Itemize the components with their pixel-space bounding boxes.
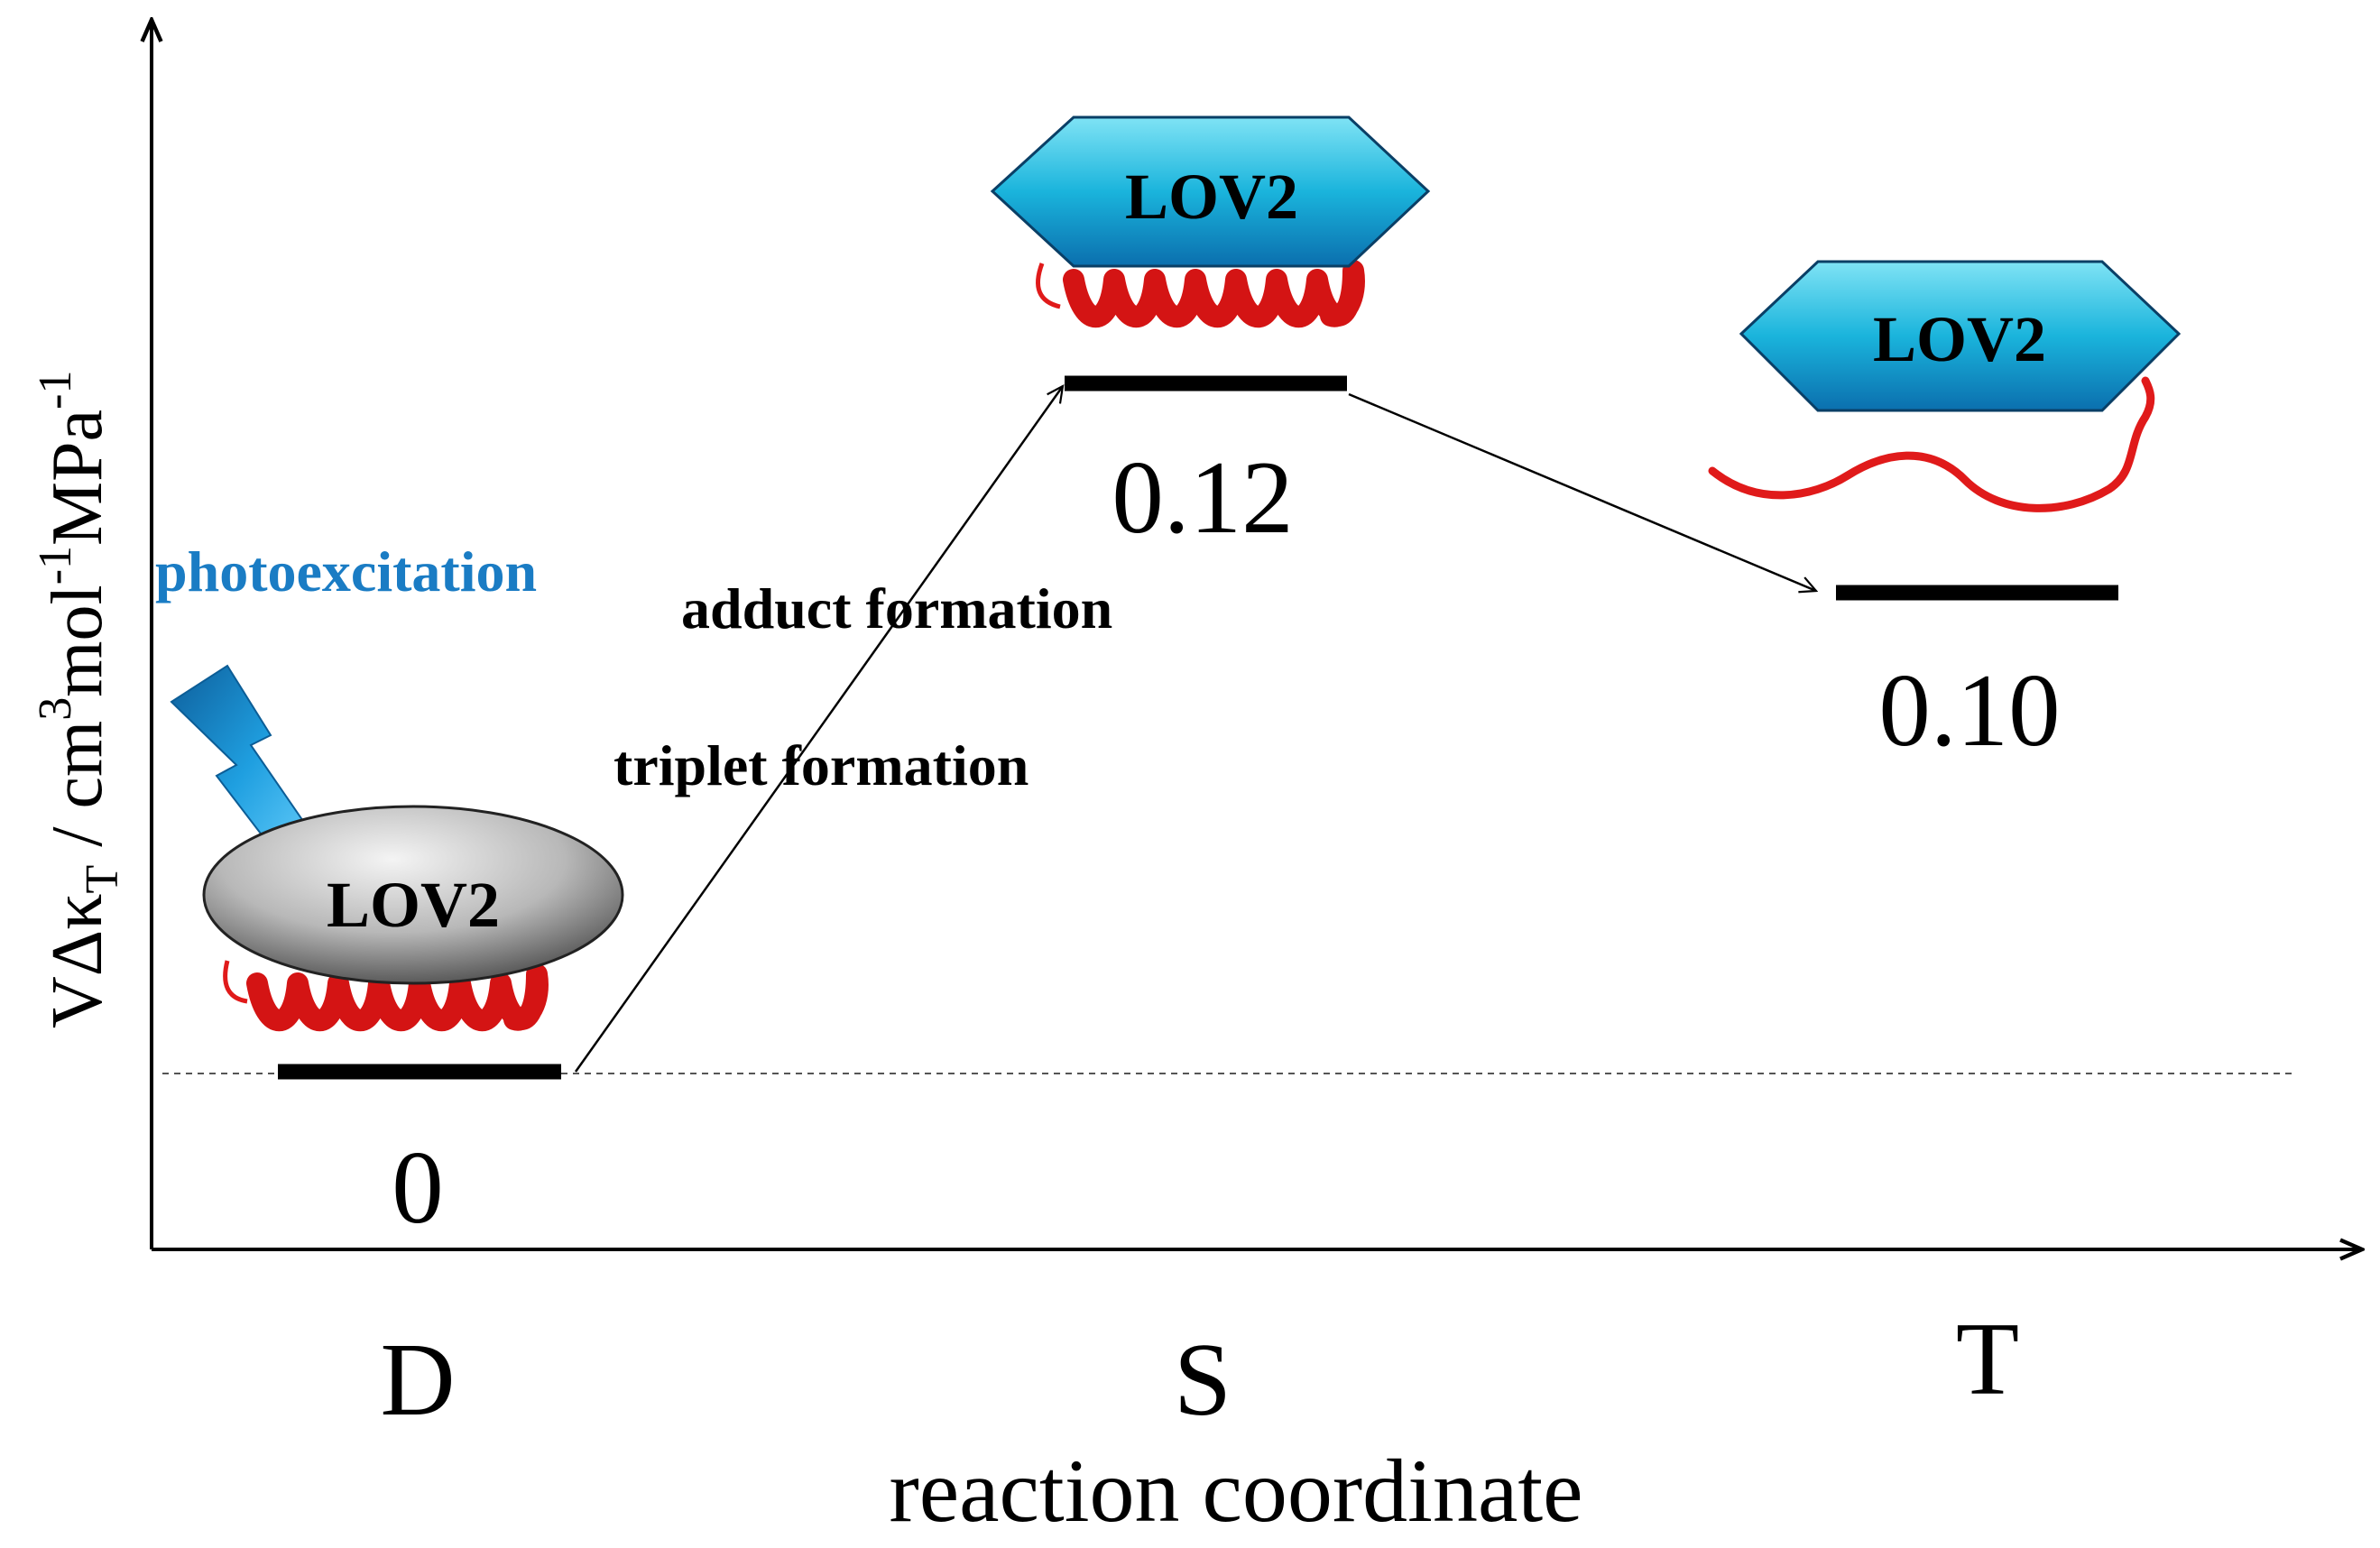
helix-S (1063, 260, 1365, 327)
helix-D-tail (223, 960, 248, 1004)
helix-S-tail (1036, 263, 1061, 309)
triplet-formation-label: triplet formation (613, 733, 1029, 797)
lov2-hexagon-S (990, 115, 1431, 268)
transition-arrow-D-to-S (574, 386, 1063, 1073)
transition-arrow-S-to-T (1348, 392, 1816, 591)
x-axis-label: reaction coordinate (889, 1441, 1582, 1541)
protein-T: LOV2 (1708, 260, 2182, 512)
state-label-S: S (1174, 1322, 1232, 1437)
protein-label-D: LOV2 (327, 869, 500, 941)
lov2-ellipse-D (202, 805, 624, 985)
y-axis-label: VΔκT / cm3mol-1MPa-1 (30, 370, 128, 1028)
state-label-T: T (1956, 1302, 2019, 1416)
unfolded-coil-T (1708, 376, 2155, 512)
lov2-hexagon-T (1739, 260, 2182, 412)
photoexcitation-label: photoexcitation (155, 539, 537, 604)
protein-S: LOV2 (990, 115, 1431, 327)
level-value-D: 0 (392, 1130, 444, 1245)
state-label-D: D (380, 1322, 455, 1437)
protein-D: LOV2 (202, 805, 624, 1031)
level-value-S: 0.12 (1112, 440, 1293, 555)
protein-label-T: LOV2 (1873, 303, 2046, 375)
level-value-T: 0.10 (1878, 653, 2060, 768)
adduct-formation-label: adduct formation (681, 576, 1112, 640)
protein-label-S: LOV2 (1125, 161, 1298, 233)
